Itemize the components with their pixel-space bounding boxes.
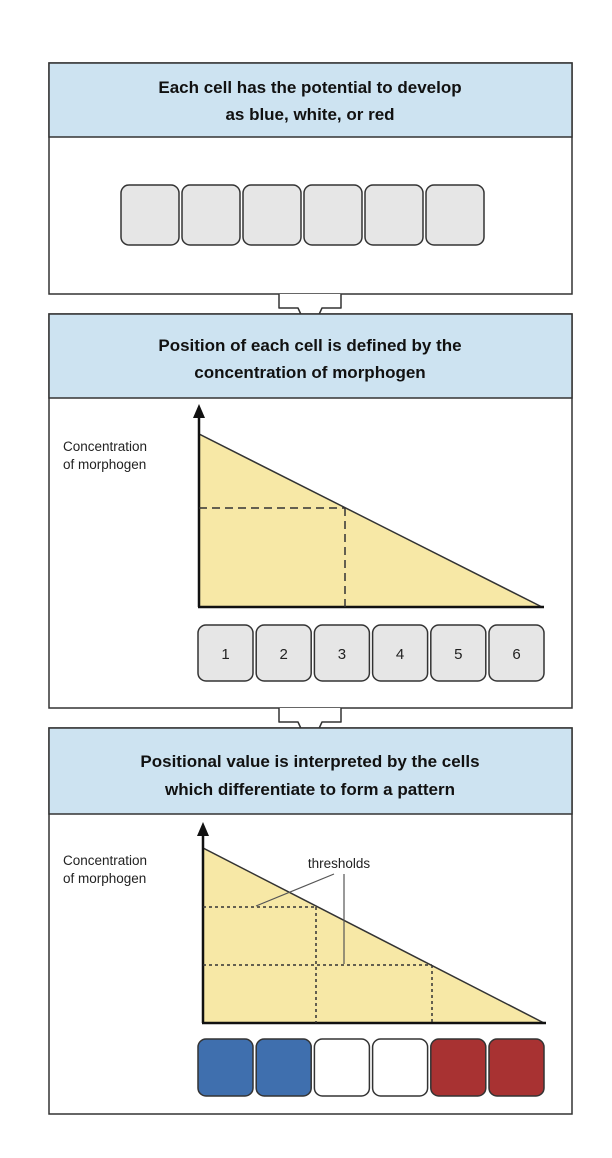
panel-1-cell-6	[425, 184, 485, 246]
panel-2-axis-label-line-1: Concentration	[63, 439, 147, 454]
panel-2-title-line-1: Position of each cell is defined by the	[158, 336, 461, 355]
panel-2-title-line-2: concentration of morphogen	[194, 363, 425, 382]
panel-3-header	[48, 727, 573, 815]
panel-3-cell-6	[488, 1038, 545, 1097]
panel-2-cell-4	[371, 624, 429, 682]
panel-3-cell-4	[371, 1038, 429, 1097]
panel-1-header	[48, 62, 573, 138]
panel-1-cell-1	[120, 184, 180, 246]
thresholds-label: thresholds	[308, 856, 371, 871]
panel-2-cell-1	[197, 624, 254, 682]
panel-1-cell-2	[181, 184, 241, 246]
panel-3-y-axis-arrowhead	[197, 822, 209, 836]
panel-2-cell-number-6: 6	[512, 646, 520, 663]
panel-2-cell-5	[430, 624, 487, 682]
panel-2-cell-row: 1 2 3 4 5 6	[197, 624, 545, 682]
panel-3-title-line-2: which differentiate to form a pattern	[164, 780, 455, 799]
panel-2-y-axis-arrowhead	[193, 404, 205, 418]
panel-3-cell-2	[255, 1038, 312, 1097]
panel-2-cell-number-2: 2	[280, 646, 288, 663]
panel-3-cell-5	[430, 1038, 487, 1097]
panel-2-header	[48, 313, 573, 399]
panel-3: Positional value is interpreted by the c…	[48, 727, 573, 1115]
panel-3-cell-3	[313, 1038, 371, 1097]
thresholds-pointer-upper	[255, 873, 335, 907]
panel-1-cell-4	[303, 184, 363, 246]
panel-2-cell-number-5: 5	[454, 646, 462, 663]
panel-2-cell-number-1: 1	[221, 646, 229, 663]
panel-3-axis-label-line-1: Concentration	[63, 853, 147, 868]
panel-3-title-line-1: Positional value is interpreted by the c…	[140, 752, 479, 771]
panel-2-cell-2	[255, 624, 312, 682]
panel-1-title-line-2: as blue, white, or red	[225, 105, 394, 124]
panel-1: Each cell has the potential to develop a…	[48, 62, 573, 295]
panel-1-cell-row	[120, 184, 485, 246]
panel-1-cell-5	[364, 184, 424, 246]
panel-2-cell-3	[313, 624, 371, 682]
panel-2-cell-6	[488, 624, 545, 682]
panel-3-axis-label-line-2: of morphogen	[63, 871, 146, 886]
panel-1-cell-3	[242, 184, 302, 246]
panel-2-axis-label-line-2: of morphogen	[63, 457, 146, 472]
panel-2-cell-number-3: 3	[338, 646, 346, 663]
panel-3-cell-1	[197, 1038, 254, 1097]
panel-2: Position of each cell is defined by the …	[48, 313, 573, 709]
panel-2-cell-number-4: 4	[396, 646, 404, 663]
panel-3-cell-row	[197, 1038, 545, 1097]
panel-1-title-line-1: Each cell has the potential to develop	[158, 78, 461, 97]
